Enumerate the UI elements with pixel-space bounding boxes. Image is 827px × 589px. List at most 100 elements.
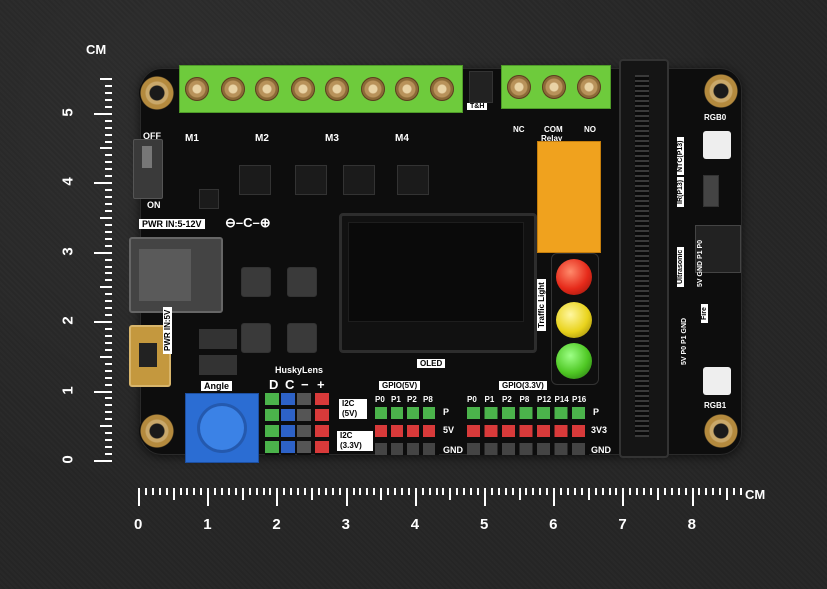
ruler-tick [105,279,112,282]
ruler-tick [504,488,507,495]
ruler-tick [297,488,300,495]
inductor [287,323,317,353]
terminal-screw[interactable] [325,77,349,101]
gpio-33v-pin-label: P14 [554,395,569,404]
dc-power-jack[interactable] [129,237,223,313]
relay-nc-label: NC [513,125,525,134]
rgb1-label: RGB1 [704,401,727,410]
oled-label: OLED [417,359,446,368]
ruler-tick [483,488,486,506]
ruler-tick [94,182,112,185]
terminal-screw[interactable] [430,77,454,101]
huskylens-label: HuskyLens [275,365,324,375]
ruler-tick [151,488,154,495]
ruler-tick [105,175,112,178]
microbit-edge-connector[interactable] [619,59,669,458]
gpio-5v-pin-label: P1 [391,395,401,404]
polarity-symbol: ⊖–C–⊕ [225,215,271,230]
ruler-tick [105,168,112,171]
huskylens-pin-plus: + [317,377,325,392]
horizontal-ruler-number: 8 [687,516,696,533]
vertical-ruler-number: 5 [59,108,77,117]
ruler-tick [394,488,397,495]
ruler-tick [105,258,112,261]
rail-gnd-label: GND [443,445,463,455]
ruler-tick [207,488,210,506]
controller-chip [199,189,219,209]
ruler-tick [105,446,112,449]
ultrasonic-connector[interactable] [695,225,741,273]
rail33-3v3-label: 3V3 [591,425,608,435]
diode [199,355,237,375]
vertical-ruler-unit: CM [86,42,107,57]
horizontal-ruler-number: 2 [272,516,281,533]
th-sensor-connector[interactable] [469,71,493,103]
ruler-tick [105,432,112,435]
terminal-screw[interactable] [507,75,531,99]
ruler-tick [449,488,452,500]
huskylens-pin-minus: − [301,377,309,392]
ruler-tick [338,488,341,495]
gpio-5v-pin-label: P2 [407,395,417,404]
ruler-tick [105,314,112,317]
horizontal-ruler-unit: CM [745,487,766,502]
ruler-tick [248,488,251,495]
terminal-screw[interactable] [361,77,385,101]
terminal-screw[interactable] [185,77,209,101]
motor-label-m1: M1 [185,133,199,144]
ruler-tick [740,488,742,495]
ruler-tick [331,488,334,495]
ultrasonic-label: Ultrasonic [677,246,684,287]
ruler-tick [105,196,112,199]
terminal-screw[interactable] [291,77,315,101]
ruler-tick [105,341,112,344]
rail33-gnd-label: GND [591,445,611,455]
ruler-tick [442,488,445,495]
ruler-tick [214,488,217,495]
ruler-tick [105,411,112,414]
mounting-hole [703,73,739,109]
ruler-tick [414,488,417,506]
ruler-tick [435,488,438,495]
ruler-tick [105,140,112,143]
gpio-5v-header[interactable] [375,407,439,455]
ruler-tick [105,300,112,303]
terminal-screw[interactable] [395,77,419,101]
power-switch[interactable] [133,139,163,199]
ruler-tick [100,78,112,80]
ruler-tick [105,189,112,192]
ruler-tick [324,488,327,495]
usb-power-port[interactable] [129,325,171,387]
huskylens-header[interactable] [265,393,335,455]
motor-driver-chip [397,165,429,195]
terminal-screw[interactable] [221,77,245,101]
i2c-33v-label: I2C (3.3V) [337,431,373,451]
gpio-33v-header[interactable] [467,407,589,455]
terminal-screw[interactable] [255,77,279,101]
ruler-tick [580,488,583,495]
motor-label-m4: M4 [395,133,409,144]
ruler-tick [105,362,112,365]
ruler-tick [105,265,112,268]
rail33-p-label: P [593,407,600,417]
ruler-tick [105,272,112,275]
th-label: T&H [467,103,488,110]
ruler-tick [373,488,376,495]
ruler-tick [663,488,666,495]
rgb-led-0 [703,131,731,159]
terminal-screw[interactable] [577,75,601,99]
oled-display [339,213,537,353]
huskylens-pin-c: C [285,377,295,392]
ruler-tick [94,251,112,254]
ruler-tick [179,488,182,495]
ruler-tick [518,488,521,500]
gpio-5v-label: GPIO(5V) [379,381,421,390]
ruler-tick [138,488,140,506]
ruler-tick [525,488,528,495]
relay-title: Relay [541,134,563,143]
ruler-tick [615,488,618,495]
ruler-tick [532,488,535,495]
gpio-33v-pin-label: P16 [572,395,587,404]
terminal-screw[interactable] [542,75,566,99]
angle-potentiometer[interactable] [185,393,259,463]
